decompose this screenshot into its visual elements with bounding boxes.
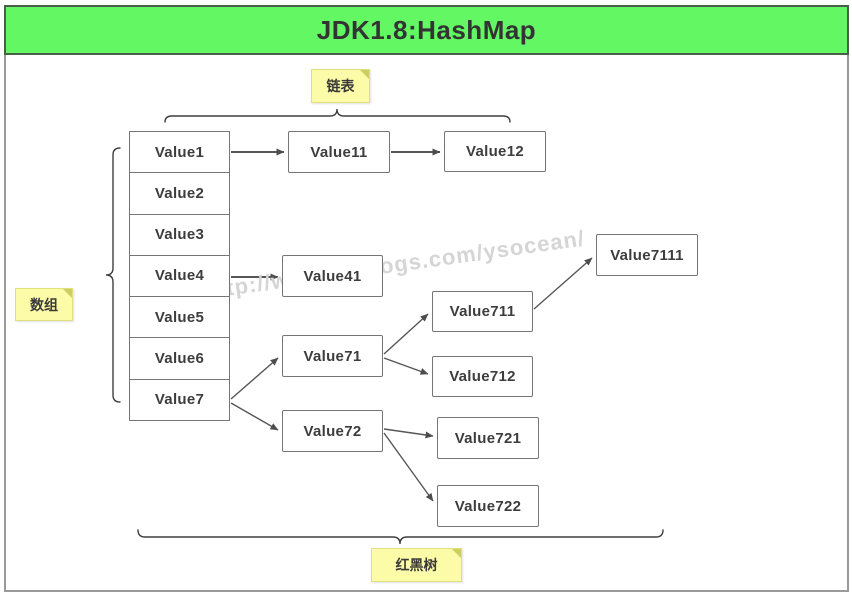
note-red-black-tree-label: 红黑树 [395,557,438,573]
node-value721: Value721 [437,417,539,459]
node-value41: Value41 [282,255,383,297]
array-cell-value7: Value7 [154,391,205,409]
array-cell-value3: Value3 [130,215,229,256]
node-value72: Value72 [282,410,383,452]
node-value7111: Value7111 [596,234,698,276]
array-cell-value1: Value1 [130,132,229,174]
node-value11: Value11 [288,131,390,173]
note-linked-list: 链表 [311,69,370,103]
node-value71: Value71 [282,335,383,377]
array-table: Value1 Value2 Value3 Value4 Value5 Value… [129,131,230,421]
title-bar: JDK1.8:HashMap [4,5,849,55]
node-value712: Value712 [432,356,533,397]
note-array-label: 数组 [30,296,58,313]
node-value711: Value711 [432,291,533,332]
array-cell-value2: Value2 [130,173,229,215]
array-cell-value4: Value4 [130,256,229,298]
note-red-black-tree: 红黑树 [371,548,462,582]
page-title: JDK1.8:HashMap [316,14,537,45]
note-linked-list-label: 链表 [326,78,355,94]
array-cell-value5: Value5 [130,297,229,339]
node-value722: Value722 [437,485,539,527]
note-fold-corner [452,549,461,558]
note-fold-corner [63,289,72,298]
note-fold-corner [360,70,369,79]
node-value12: Value12 [444,131,546,172]
note-array: 数组 [15,288,73,321]
array-cell-value6: Value6 [130,338,229,380]
